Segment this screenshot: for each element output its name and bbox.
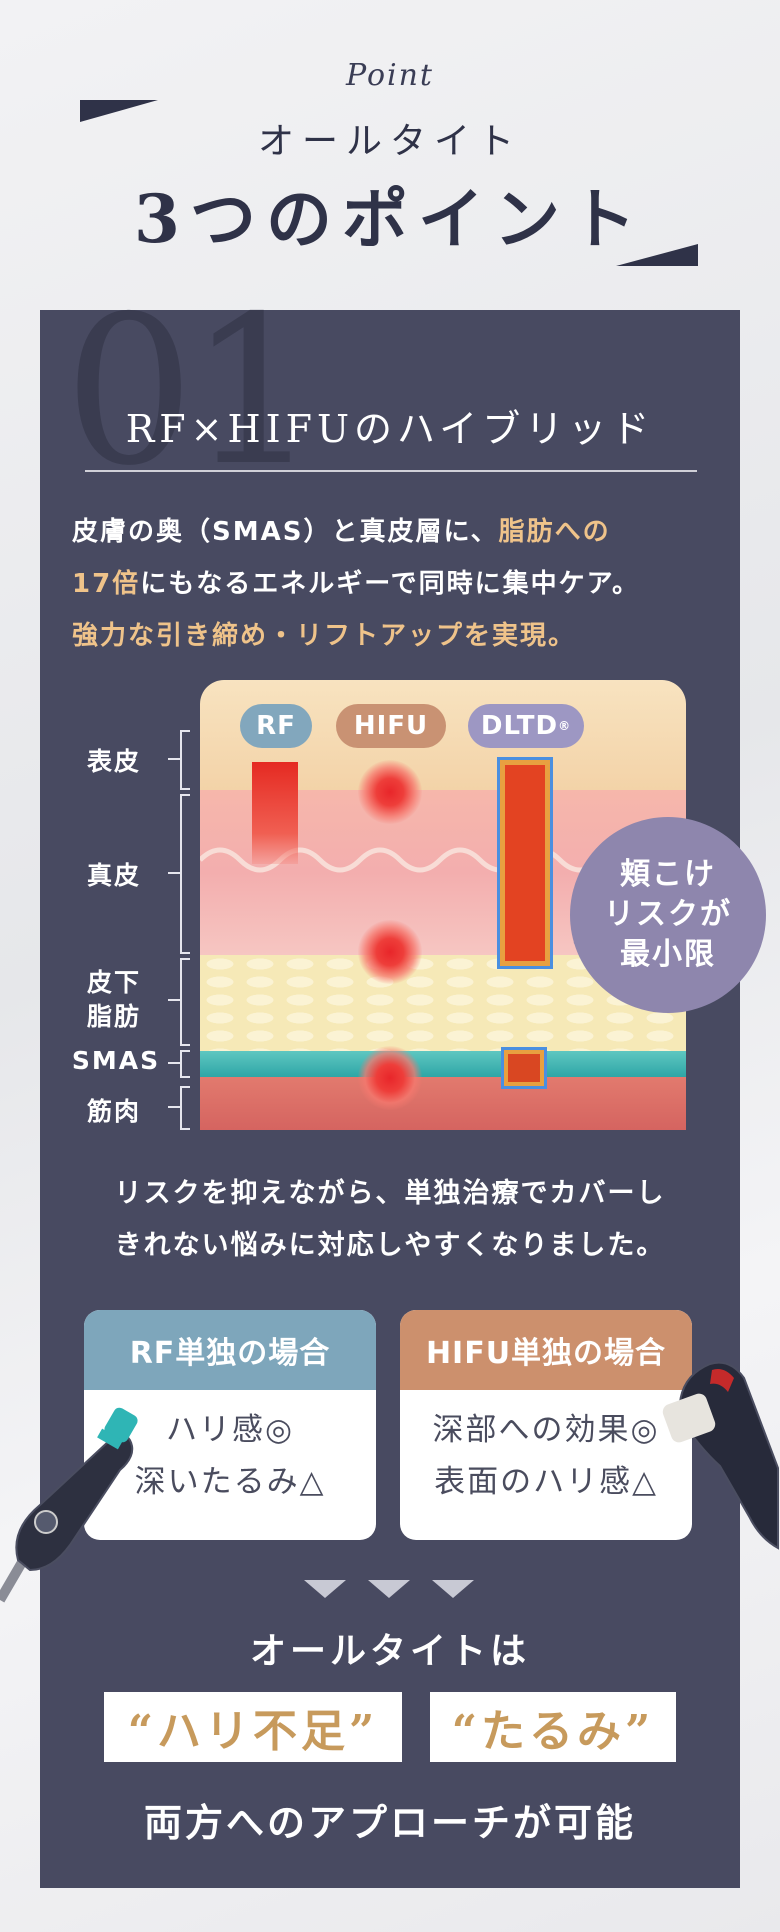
tick-smas bbox=[168, 1062, 182, 1064]
keyword-firmness: “ハリ不足” bbox=[104, 1692, 402, 1762]
smas-layer bbox=[200, 1051, 686, 1077]
point-label: Point bbox=[345, 58, 434, 93]
middle-text: リスクを抑えながら、単独治療でカバーしきれない悩みに対応しやすくなりました。 bbox=[114, 1178, 666, 1261]
label-epidermis: 表皮 bbox=[86, 747, 141, 776]
label-dermis: 真皮 bbox=[86, 861, 141, 890]
label-smas: SMAS bbox=[71, 1046, 161, 1075]
dltd-pill: DLTD® bbox=[468, 704, 584, 748]
section-number: 01 bbox=[64, 273, 319, 511]
section-title: RF×HIFUのハイブリッド bbox=[125, 407, 655, 451]
hifu-focus-dermis bbox=[358, 760, 422, 824]
rf-energy-column bbox=[252, 762, 298, 864]
intro-line-2: 17倍にもなるエネルギーで同時に集中ケア。 bbox=[72, 569, 641, 599]
down-arrow-2 bbox=[368, 1580, 410, 1598]
header-deco-right bbox=[616, 244, 698, 266]
rf-only-box: RF単独の場合 ハリ感◎深いたるみ△ bbox=[84, 1310, 376, 1540]
rf-only-title: RF単独の場合 bbox=[84, 1310, 376, 1390]
section-divider bbox=[85, 470, 697, 472]
label-subcutaneous: 皮下脂肪 bbox=[86, 968, 141, 1031]
conclusion-tail: 両方へのアプローチが可能 bbox=[143, 1800, 636, 1845]
muscle-layer bbox=[200, 1077, 686, 1130]
bracket-subcutaneous bbox=[180, 958, 190, 1046]
hifu-focus-smas bbox=[358, 1046, 422, 1110]
bracket-epidermis bbox=[180, 730, 190, 790]
keyword-sagging: “たるみ” bbox=[430, 1692, 676, 1762]
hifu-only-body: 深部への効果◎表面のハリ感△ bbox=[432, 1412, 660, 1500]
tick-subcutaneous bbox=[168, 999, 182, 1001]
tick-muscle bbox=[168, 1106, 182, 1108]
bracket-smas bbox=[180, 1050, 190, 1078]
header-deco-left bbox=[80, 100, 158, 122]
rf-pill: RF bbox=[240, 704, 312, 748]
intro-line-1: 皮膚の奥（SMAS）と真皮層に、脂肪への bbox=[72, 517, 611, 547]
rf-only-body: ハリ感◎深いたるみ△ bbox=[134, 1412, 326, 1500]
down-arrow-3 bbox=[432, 1580, 474, 1598]
bracket-dermis bbox=[180, 794, 190, 954]
hifu-handpiece-image bbox=[662, 1361, 779, 1550]
dltd-energy-column bbox=[500, 760, 550, 966]
hifu-only-title: HIFU単独の場合 bbox=[400, 1310, 692, 1390]
dltd-energy-smas bbox=[504, 1050, 544, 1086]
bracket-muscle bbox=[180, 1086, 190, 1130]
hifu-pill: HIFU bbox=[336, 704, 446, 748]
hifu-focus-fat bbox=[358, 920, 422, 984]
label-muscle: 筋肉 bbox=[86, 1097, 141, 1126]
tick-epidermis bbox=[168, 758, 182, 760]
intro-line-3: 強力な引き締め・リフトアップを実現。 bbox=[72, 621, 577, 651]
page-title: 3つのポイント bbox=[134, 180, 646, 258]
tick-dermis bbox=[168, 872, 182, 874]
risk-bubble: 頬こけ リスクが 最小限 bbox=[570, 817, 766, 1013]
conclusion-lead: オールタイトは bbox=[249, 1630, 530, 1672]
rf-handpiece-image bbox=[0, 1407, 138, 1603]
down-arrow-1 bbox=[304, 1580, 346, 1598]
page-subtitle: オールタイト bbox=[257, 121, 522, 162]
hifu-only-box: HIFU単独の場合 深部への効果◎表面のハリ感△ bbox=[400, 1310, 692, 1540]
